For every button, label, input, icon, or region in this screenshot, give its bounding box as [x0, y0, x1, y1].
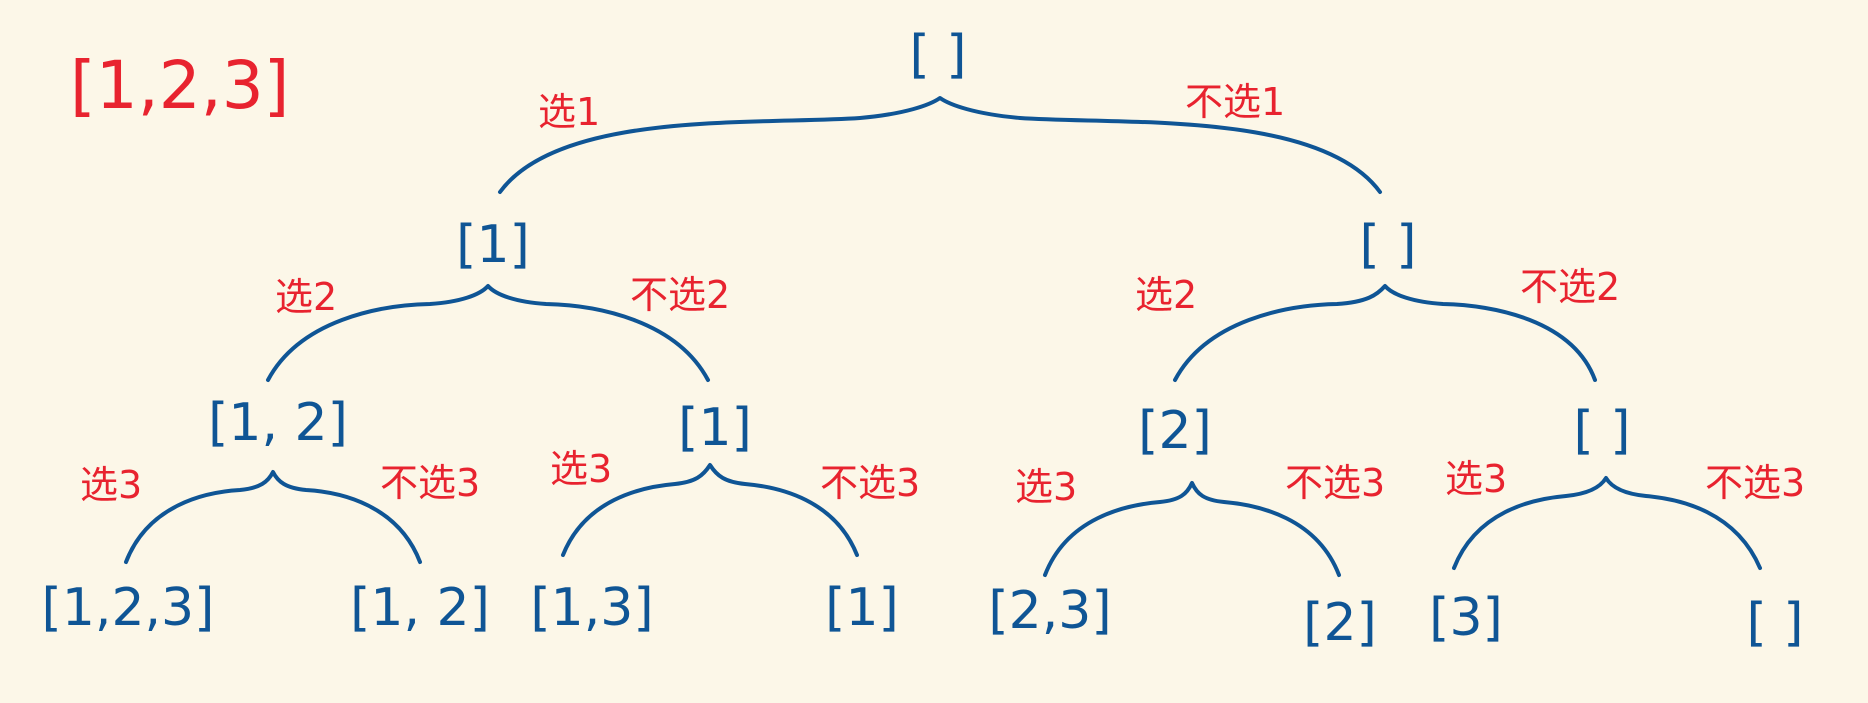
brace-l2-2 [561, 463, 859, 557]
input-array-label: [1,2,3] [70, 47, 289, 124]
brace-l2-3 [1043, 481, 1341, 577]
edge-label-take: 选3 [550, 447, 612, 491]
tree-leaf: [3] [1429, 588, 1503, 648]
edge-label-skip: 不选1 [1185, 80, 1285, 124]
tree-leaf: [2,3] [988, 581, 1111, 641]
edge-label-take: 选3 [1015, 465, 1077, 509]
brace-l1-left [266, 284, 710, 382]
tree-node: [1, 2] [208, 393, 348, 453]
tree-node: [2] [1138, 401, 1212, 461]
tree-leaf: [2] [1303, 593, 1377, 653]
edge-label-skip: 不选3 [380, 461, 480, 505]
edge-label-take: 选3 [80, 463, 142, 507]
tree-leaf: [1] [825, 578, 899, 638]
edge-label-take: 选3 [1445, 457, 1507, 501]
tree-leaf: [1, 2] [350, 578, 490, 638]
tree-leaf: [1,2,3] [42, 578, 215, 638]
edge-label-take: 选2 [1135, 273, 1197, 317]
edge-label-skip: 不选3 [1705, 461, 1805, 505]
tree-node: [ ] [1573, 401, 1630, 461]
tree-leaf: [1,3] [530, 578, 653, 638]
brace-l2-4 [1452, 476, 1762, 570]
edge-label-take: 选2 [275, 275, 337, 319]
edge-label-skip: 不选2 [630, 273, 730, 317]
edge-label-skip: 不选3 [1285, 461, 1385, 505]
edge-label-skip: 不选2 [1520, 265, 1620, 309]
tree-node: [1] [456, 215, 530, 275]
edge-label-take: 选1 [538, 90, 600, 134]
brace-l1-right [1173, 284, 1597, 382]
tree-node: [1] [678, 398, 752, 458]
tree-node: [ ] [909, 25, 966, 85]
edge-label-skip: 不选3 [820, 461, 920, 505]
brace-root [498, 96, 1382, 194]
tree-leaf: [ ] [1746, 593, 1803, 653]
tree-node: [ ] [1359, 215, 1416, 275]
brace-l2-1 [124, 470, 422, 564]
